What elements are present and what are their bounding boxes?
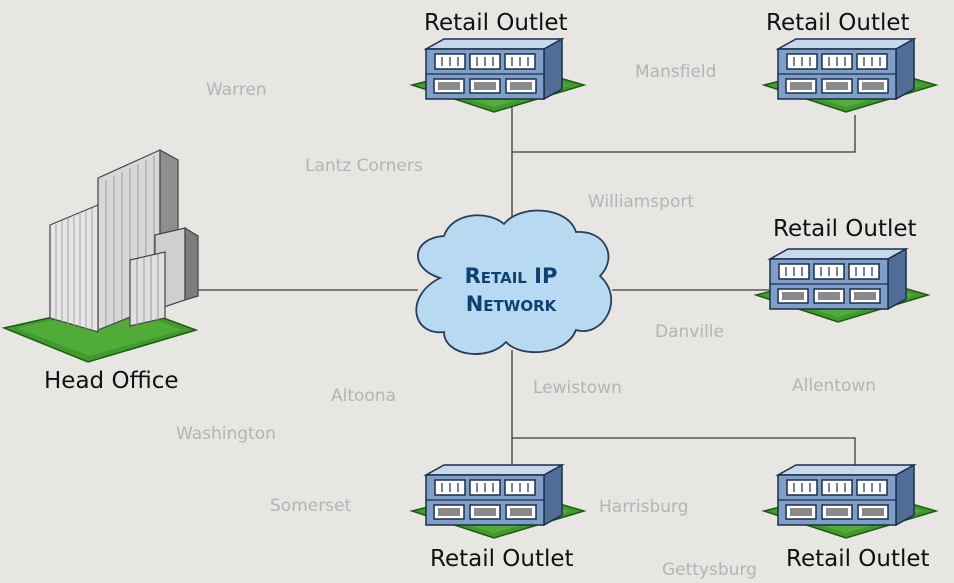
city-mansfield: Mansfield xyxy=(635,62,717,82)
retail-outlet-label-2: Retail Outlet xyxy=(766,10,910,36)
city-altoona: Altoona xyxy=(331,386,397,406)
city-harrisburg: Harrisburg xyxy=(599,497,689,517)
network-cloud xyxy=(415,209,612,355)
city-gettysburg: Gettysburg xyxy=(662,560,757,580)
city-lewistown: Lewistown xyxy=(533,378,622,398)
retail-outlet-device-3 xyxy=(755,248,929,323)
retail-outlet-label-5: Retail Outlet xyxy=(786,546,930,572)
city-allentown: Allentown xyxy=(792,376,877,396)
city-lantz-corners: Lantz Corners xyxy=(305,156,423,176)
retail-outlet-device-1 xyxy=(411,38,585,113)
city-williamsport: Williamsport xyxy=(588,192,695,212)
city-washington: Washington xyxy=(176,424,276,444)
city-danville: Danville xyxy=(655,322,724,342)
city-somerset: Somerset xyxy=(270,496,352,516)
connection-lines xyxy=(196,100,856,470)
network-label-line2: Network xyxy=(465,292,557,316)
head-office-building xyxy=(1,148,199,363)
link-south-east-outlet xyxy=(512,437,856,470)
network-label: Retail IP Network xyxy=(428,262,594,318)
retail-outlet-device-4 xyxy=(411,464,585,539)
network-label-line1: Retail IP xyxy=(464,264,558,288)
retail-outlet-device-2 xyxy=(763,38,937,113)
retail-outlet-label-3: Retail Outlet xyxy=(773,216,917,242)
retail-outlet-device-5 xyxy=(763,464,937,539)
retail-outlet-label-1: Retail Outlet xyxy=(424,10,568,36)
retail-outlet-label-4: Retail Outlet xyxy=(430,546,574,572)
city-warren: Warren xyxy=(206,80,267,100)
head-office-label: Head Office xyxy=(44,368,179,394)
link-north-outlets xyxy=(511,100,856,153)
